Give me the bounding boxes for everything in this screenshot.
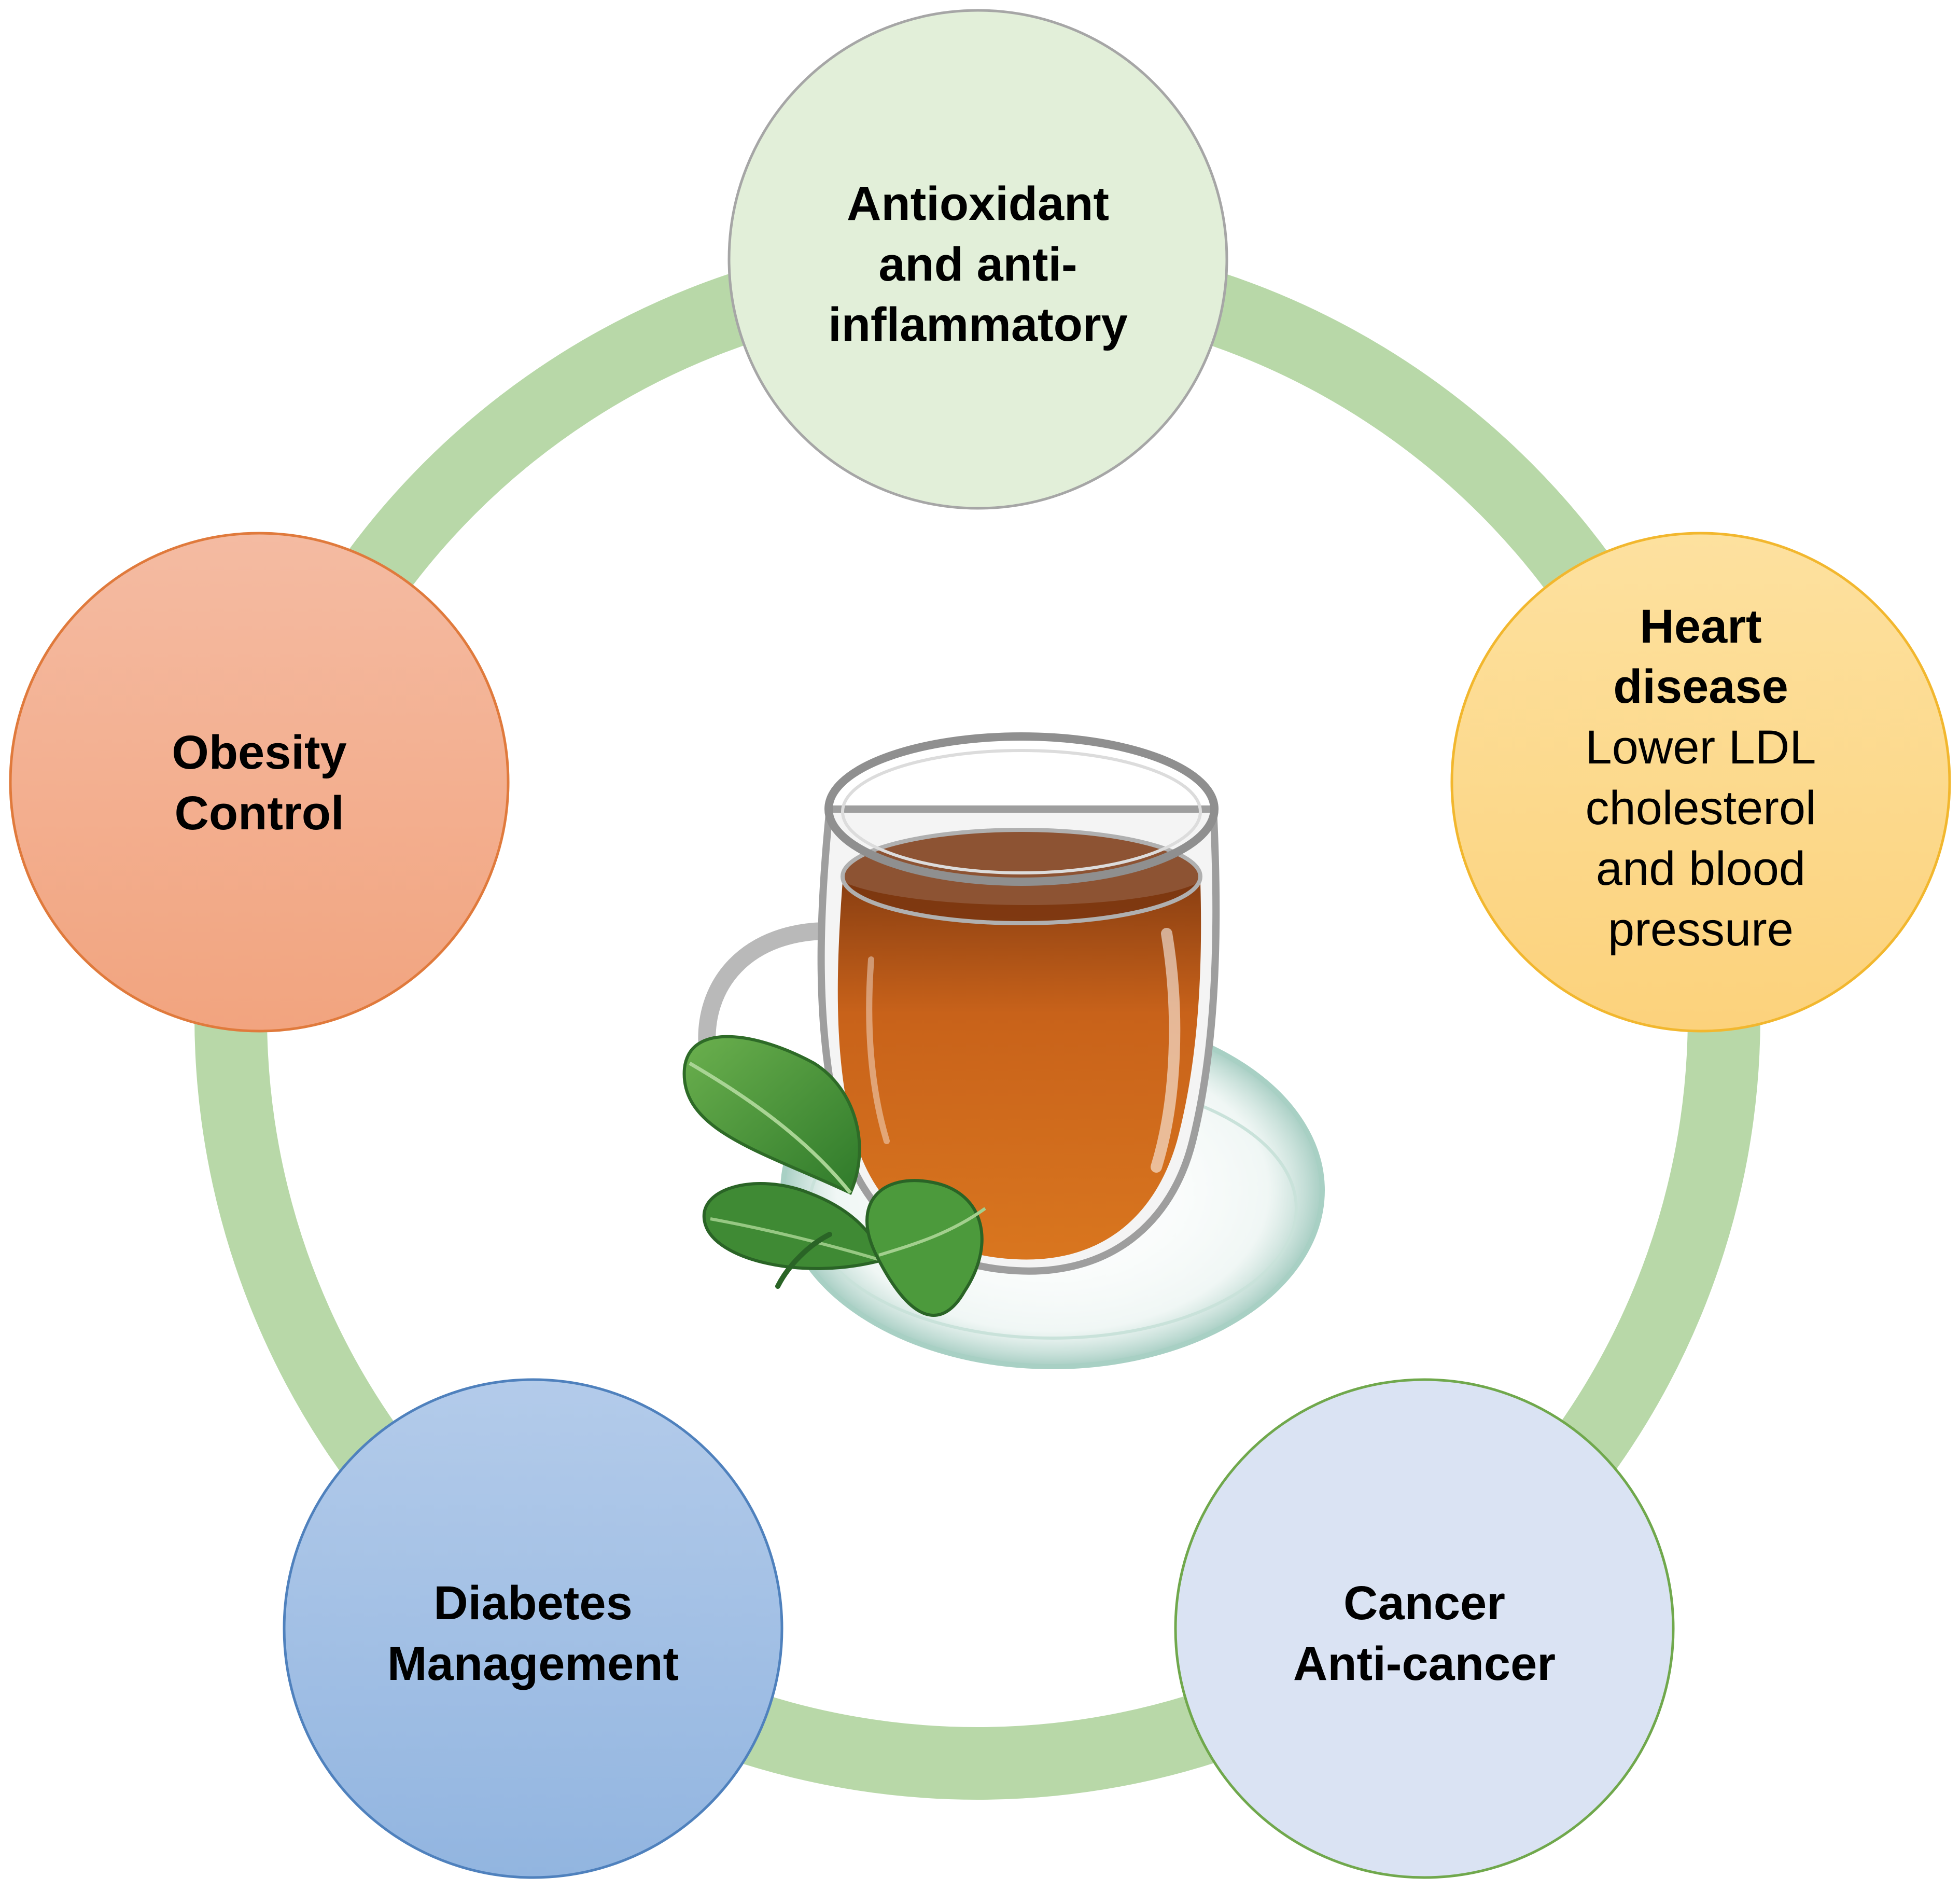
heart-body-line: and blood <box>1596 839 1805 899</box>
heart-title-line: Heart <box>1640 596 1761 657</box>
obesity-line: Control <box>174 783 344 844</box>
cancer-line: Cancer <box>1343 1573 1505 1634</box>
obesity-line: Obesity <box>172 722 346 783</box>
node-cancer-label: Cancer Anti-cancer <box>1175 1514 1673 1753</box>
heart-title-line: disease <box>1613 657 1788 717</box>
antioxidant-line: Antioxidant <box>847 174 1109 234</box>
antioxidant-line: and anti- <box>878 234 1077 295</box>
node-obesity-label: Obesity Control <box>10 664 508 902</box>
node-heart-label: Heart disease Lower LDL cholesterol and … <box>1452 581 1950 975</box>
heart-body-line: Lower LDL <box>1586 717 1816 778</box>
node-diabetes-label: Diabetes Management <box>284 1514 782 1753</box>
tea-cup-with-leaves-icon <box>684 736 1322 1367</box>
cancer-line: Anti-cancer <box>1293 1634 1556 1694</box>
heart-body-line: pressure <box>1608 899 1794 960</box>
diabetes-line: Diabetes <box>433 1573 633 1634</box>
diabetes-line: Management <box>387 1634 679 1694</box>
node-antioxidant-label: Antioxidant and anti- inflammatory <box>729 156 1227 373</box>
antioxidant-line: inflammatory <box>828 295 1128 355</box>
heart-body-line: cholesterol <box>1586 778 1816 839</box>
